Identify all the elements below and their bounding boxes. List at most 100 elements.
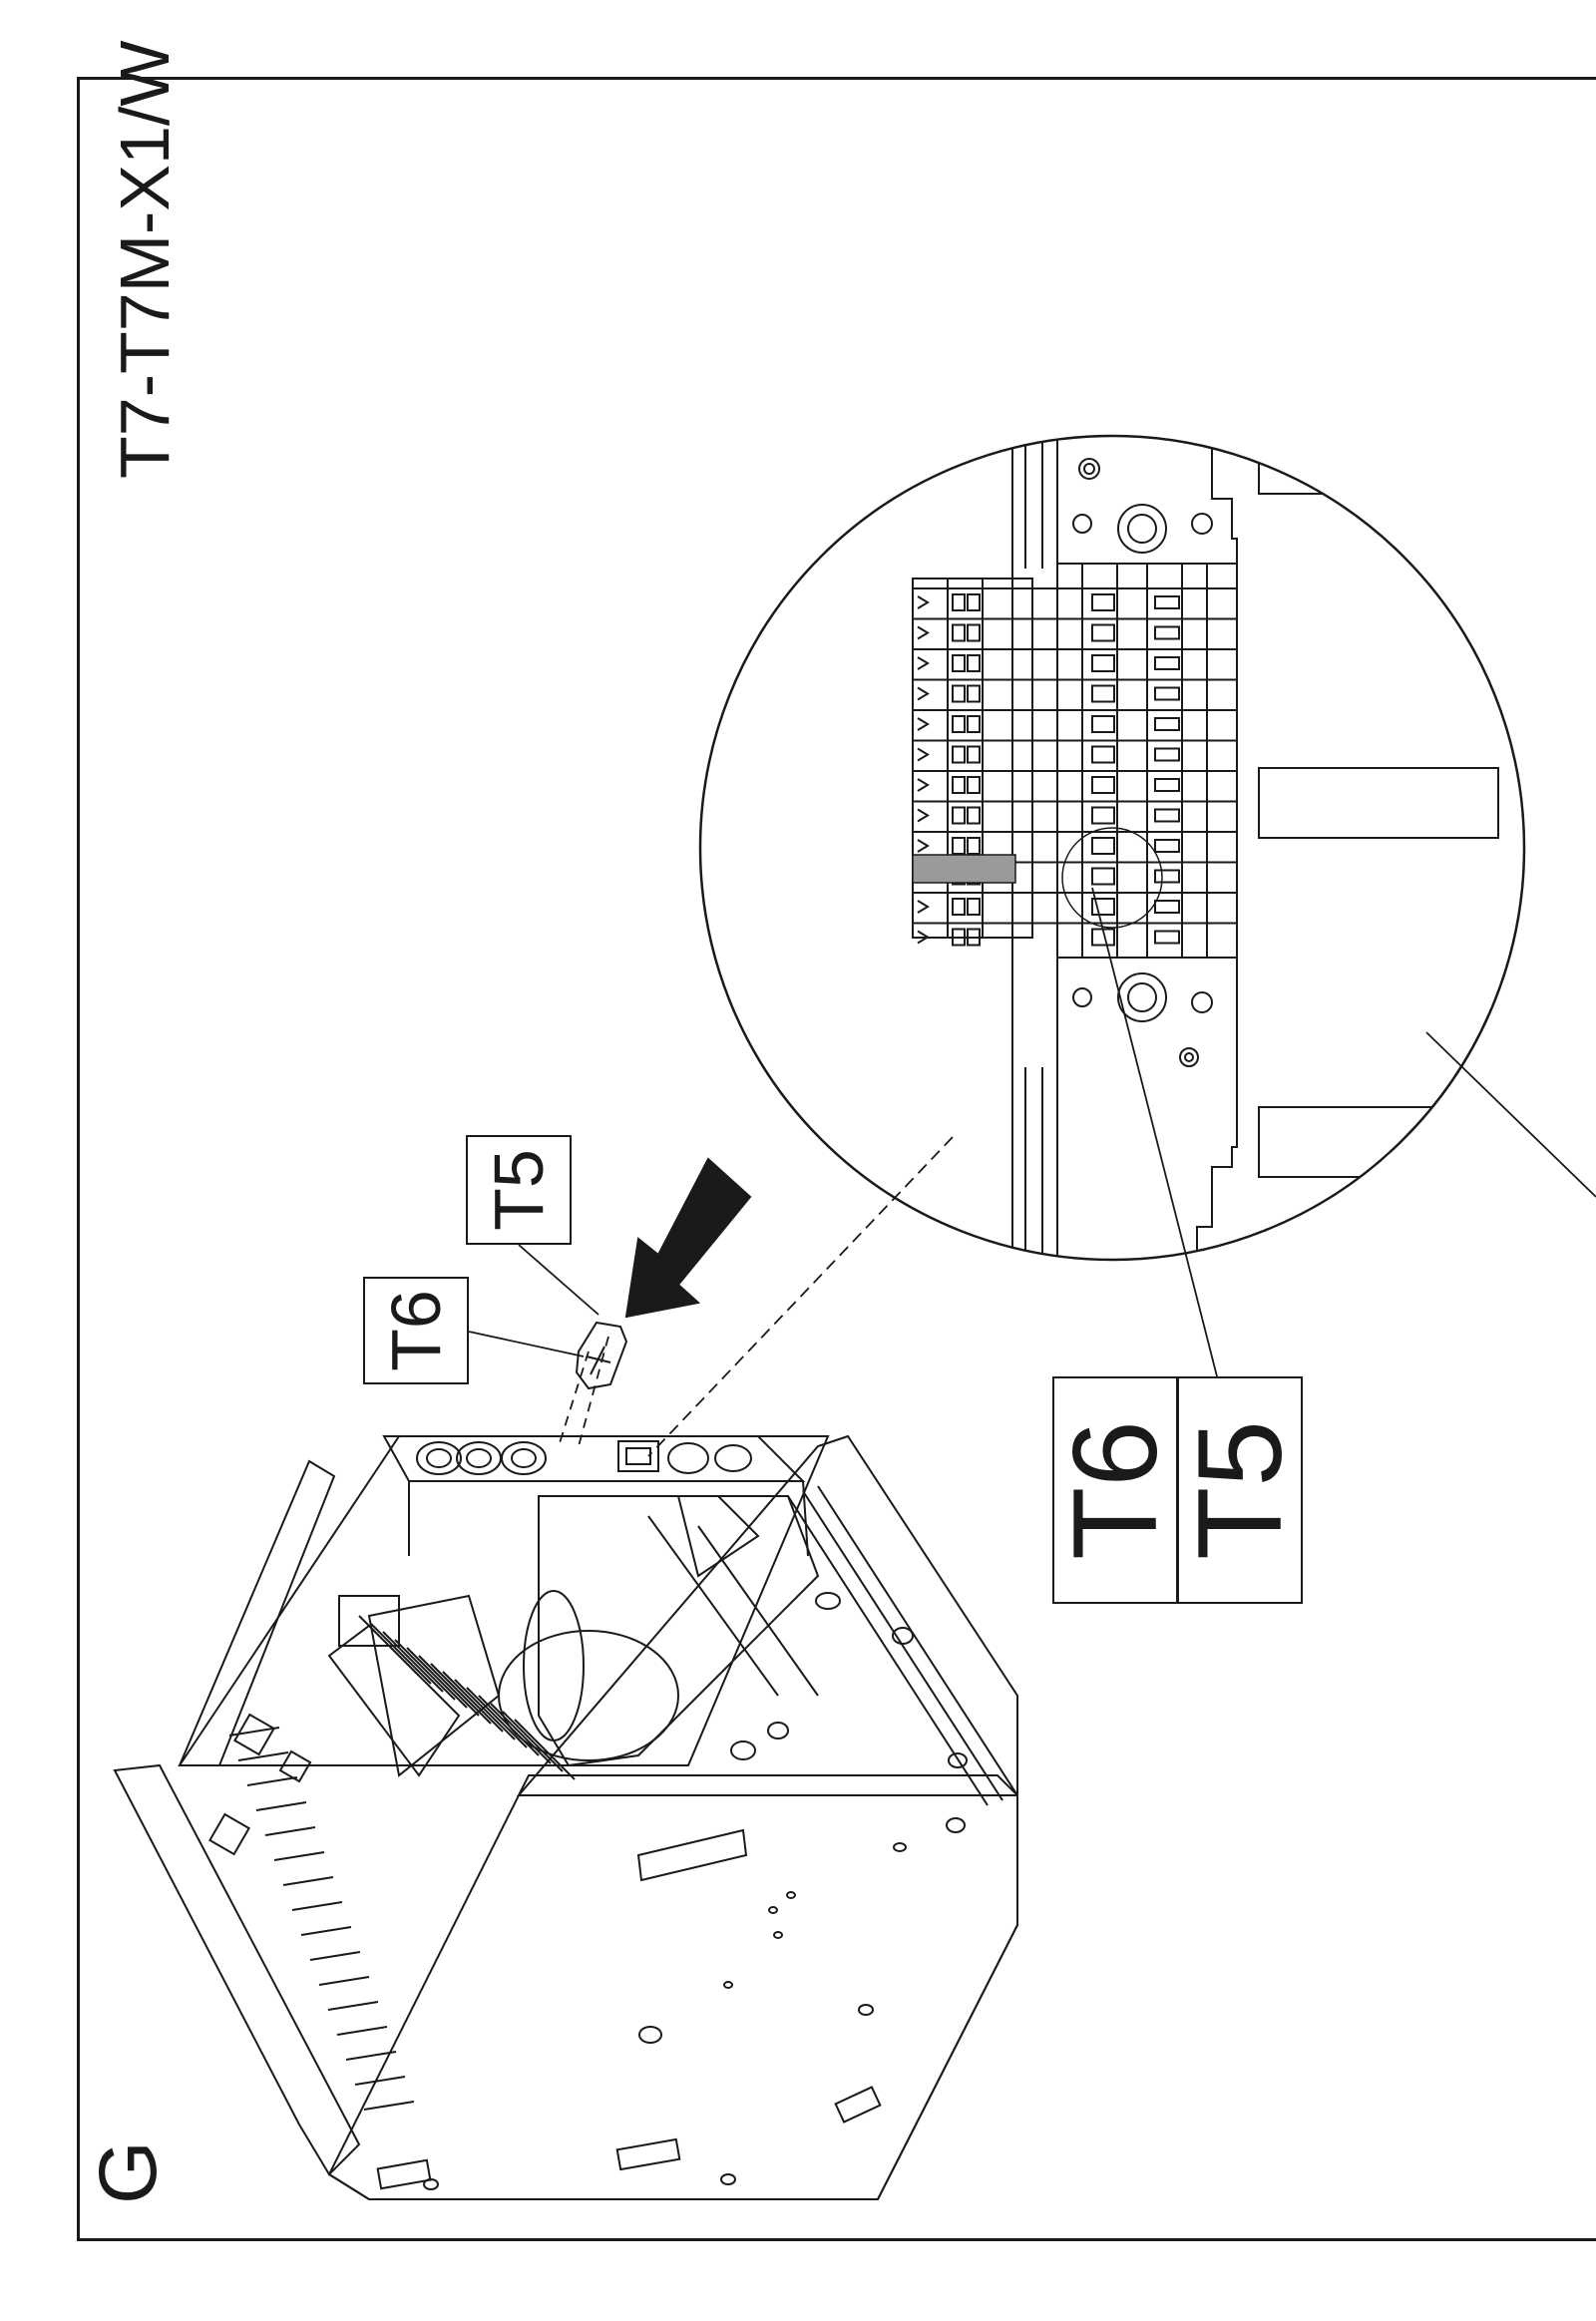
inner-terminal-line <box>382 1631 444 1693</box>
vent-slot <box>246 1776 298 1786</box>
terminal-screw <box>1154 808 1180 823</box>
inner-terminal-line <box>502 1711 564 1772</box>
terminal-screw <box>1091 684 1115 703</box>
callout-t5-large: T5 <box>1173 1376 1307 1604</box>
terminal-marker <box>917 595 930 609</box>
leader-lines <box>468 887 1596 1457</box>
highlighted-terminal <box>912 854 1016 884</box>
callout-t5-large-label: T5 <box>1173 1419 1307 1561</box>
terminal-clamp <box>967 654 981 672</box>
terminal-marker <box>917 839 930 853</box>
insertion-arrow <box>624 1157 752 1319</box>
drawing-frame <box>77 77 1596 2241</box>
terminal-clamp <box>952 928 966 947</box>
terminal-screw <box>1091 776 1115 794</box>
terminal-clamp <box>952 776 966 794</box>
vent-slot <box>354 2076 406 2086</box>
terminal-clamp <box>952 623 966 642</box>
terminal-marker <box>917 747 930 762</box>
callout-t5-small: T5 <box>466 1135 572 1245</box>
terminal-clamp <box>967 898 981 916</box>
callout-t6-large: T6 <box>1048 1376 1182 1604</box>
inner-terminal-line <box>478 1695 540 1756</box>
terminal-marker <box>917 930 930 945</box>
magnified-detail <box>698 434 1526 1262</box>
terminal-clamp <box>952 745 966 764</box>
terminal-screw <box>1154 717 1180 731</box>
terminal-clamp <box>967 715 981 733</box>
inner-terminal-line <box>454 1679 516 1741</box>
terminal-marker <box>917 808 930 823</box>
vent-slot <box>336 2026 388 2036</box>
vent-slot <box>309 1951 361 1961</box>
callout-t6-small: T6 <box>363 1277 469 1384</box>
vent-slots <box>228 1727 415 2111</box>
terminal-screw <box>1091 898 1115 916</box>
terminal-clamp <box>967 623 981 642</box>
terminal-marker <box>917 900 930 914</box>
vent-slot <box>300 1926 352 1936</box>
terminal-screw <box>1091 806 1115 825</box>
vent-slot <box>255 1801 307 1811</box>
terminal-screw <box>1091 623 1115 642</box>
terminal-clamp <box>952 898 966 916</box>
terminal-screw <box>1091 715 1115 733</box>
terminal-screw <box>1154 595 1180 609</box>
inner-terminal-line <box>466 1687 528 1748</box>
terminal-screw <box>1154 778 1180 792</box>
vent-slot <box>327 2001 379 2011</box>
terminal-marker <box>917 656 930 670</box>
inner-terminal-line <box>418 1655 480 1717</box>
unit-body <box>113 1434 1018 2200</box>
terminal-clamp <box>952 684 966 703</box>
terminal-clamp <box>952 806 966 825</box>
terminal-clamp <box>967 776 981 794</box>
terminal-screw <box>1154 625 1180 640</box>
terminal-screw <box>1154 869 1180 884</box>
inner-terminal-strip <box>358 1615 576 1780</box>
inner-terminal-line <box>370 1623 432 1685</box>
inner-terminal-line <box>442 1671 504 1733</box>
inner-terminal-line <box>406 1647 468 1709</box>
terminal-marker <box>917 717 930 731</box>
vent-slot <box>363 2101 415 2111</box>
vent-slot <box>345 2051 397 2061</box>
terminal-clamp <box>967 837 981 855</box>
terminal-screw <box>1091 867 1115 886</box>
callout-t6-large-label: T6 <box>1048 1419 1182 1561</box>
inner-terminal-line <box>514 1719 576 1780</box>
vent-slot <box>237 1751 289 1761</box>
terminal-screw <box>1154 747 1180 762</box>
figure-letter: G <box>83 2140 174 2204</box>
terminal-screw <box>1091 745 1115 764</box>
document-title: T7-T7M-X1/W <box>106 40 184 479</box>
vent-slot <box>273 1851 325 1861</box>
terminal-marker <box>917 686 930 701</box>
vent-slot <box>264 1826 316 1836</box>
terminal-screw <box>1154 839 1180 853</box>
terminal-clamp <box>967 806 981 825</box>
terminal-marker <box>917 625 930 640</box>
terminal-clamp <box>952 837 966 855</box>
vent-slot <box>228 1727 280 1737</box>
vent-slot <box>318 1976 370 1986</box>
terminal-clamp <box>967 928 981 947</box>
terminal-clamp <box>952 654 966 672</box>
terminal-clamp <box>967 593 981 611</box>
terminal-rows <box>913 587 1237 947</box>
terminal-screw <box>1154 930 1180 945</box>
inner-terminal-line <box>394 1639 456 1701</box>
vent-slot <box>282 1876 334 1886</box>
vent-slot <box>291 1901 343 1911</box>
terminal-clamp <box>952 593 966 611</box>
callout-t6-small-label: T6 <box>377 1290 455 1371</box>
terminal-screw <box>1091 654 1115 672</box>
callout-t5-small-label: T5 <box>480 1149 558 1231</box>
terminal-screw <box>1091 593 1115 611</box>
inner-terminal-line <box>490 1703 552 1764</box>
terminal-marker <box>917 778 930 792</box>
terminal-screw <box>1154 686 1180 701</box>
inner-terminal-line <box>430 1663 492 1725</box>
terminal-clamp <box>967 745 981 764</box>
